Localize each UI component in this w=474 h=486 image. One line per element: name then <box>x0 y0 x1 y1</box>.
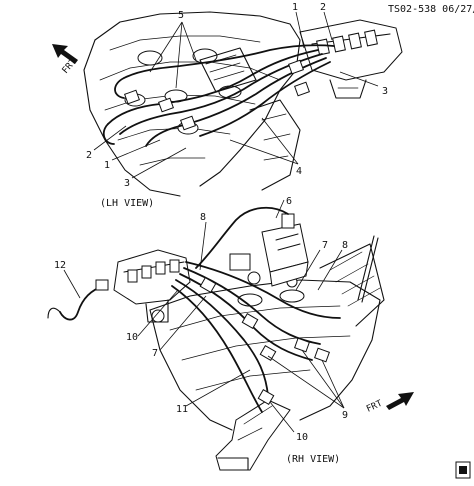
lh-callout-4: 4 <box>296 166 302 177</box>
rh-callout-7-right: 7 <box>322 240 328 251</box>
rh-callout-12: 12 <box>54 260 66 271</box>
lh-plug-wires <box>102 44 335 147</box>
rh-callout-11: 11 <box>176 404 188 415</box>
rh-ignition-coil <box>229 213 309 287</box>
rh-front-arrow: FRT <box>365 392 414 415</box>
rh-engine-block <box>149 235 385 471</box>
lh-callout-2-left: 2 <box>86 150 92 161</box>
rh-callout-6: 6 <box>286 196 292 207</box>
rh-callout-10-bottom: 10 <box>296 432 308 443</box>
lh-callout-1-top: 1 <box>292 2 298 13</box>
lh-view-caption: (LH VIEW) <box>100 198 154 209</box>
rh-sensor-lead <box>47 279 109 321</box>
lh-callout-3-right: 3 <box>382 86 388 97</box>
rh-callout-8-right: 8 <box>342 240 348 251</box>
lh-front-arrow: FRT <box>52 44 79 76</box>
lh-callout-1-left: 1 <box>104 160 110 171</box>
rh-callout-10-left: 10 <box>126 332 138 343</box>
rh-view: FRT 6 8 7 8 12 10 7 11 10 9 (RH VIEW) <box>47 196 414 471</box>
lh-callout-3-left: 3 <box>124 178 130 189</box>
rh-coil-wire <box>195 206 289 269</box>
lh-view: FRT 5 1 2 3 2 1 3 4 (LH VIEW) <box>52 2 403 209</box>
lh-callout-5: 5 <box>178 10 184 21</box>
rh-view-caption: (RH VIEW) <box>286 454 340 465</box>
corner-badge <box>455 461 471 479</box>
rh-callout-8-left: 8 <box>200 212 206 223</box>
rh-leaders <box>63 199 345 433</box>
rh-front-label: FRT <box>365 399 384 415</box>
rh-distributor <box>113 249 191 323</box>
doc-code: TS02-538 06/27/95 <box>388 4 474 15</box>
lh-engine-block <box>83 11 301 197</box>
lh-leaders <box>93 11 379 179</box>
rh-callout-9: 9 <box>342 410 348 421</box>
rh-callout-7-left: 7 <box>152 348 158 359</box>
lh-callout-2-top: 2 <box>320 2 326 13</box>
rh-plug-wires <box>171 261 341 413</box>
